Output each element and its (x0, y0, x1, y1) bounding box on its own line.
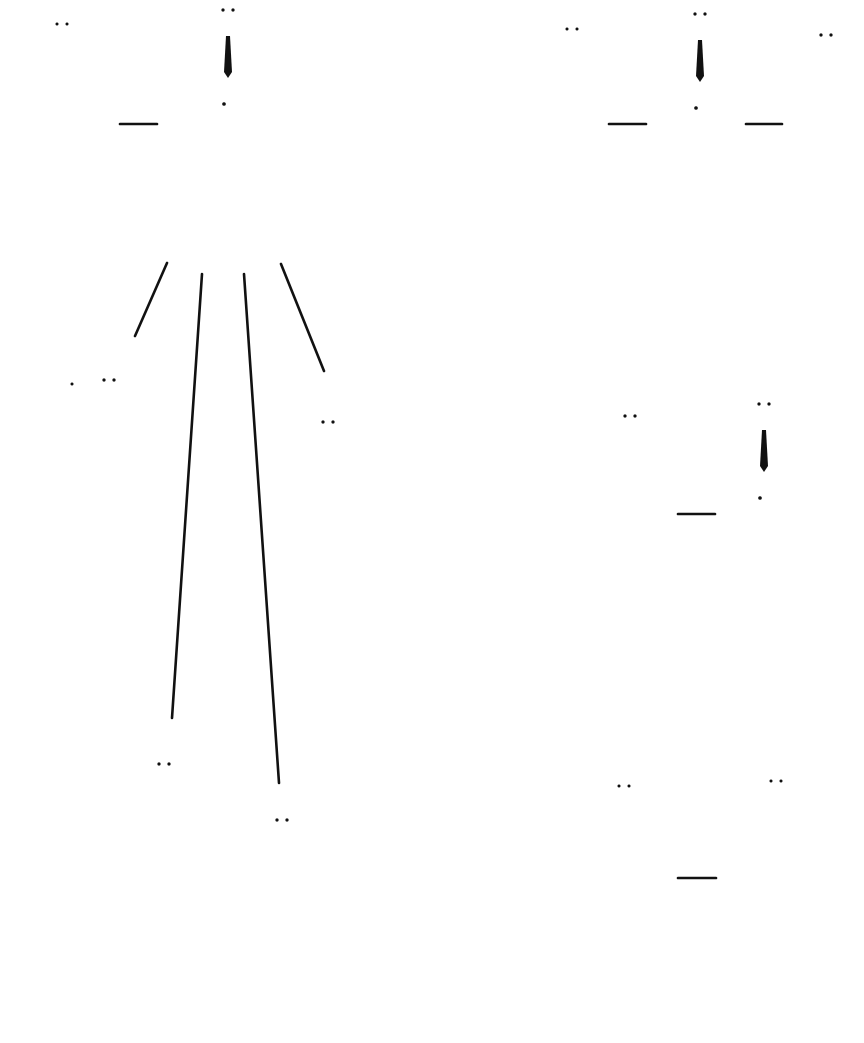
vest-man-icon (132, 734, 192, 976)
chain-engineer-manager (14, 0, 272, 237)
arms-crossed-icon (600, 386, 658, 626)
couple-icon (48, 352, 138, 590)
tree-manager-subordinates (48, 263, 361, 1030)
manager-icon (720, 376, 808, 630)
manager-icon (184, 0, 272, 236)
chain-engineer-manager-vest (524, 0, 854, 247)
connector-line (135, 263, 167, 336)
pair-armscrossed-manager (600, 376, 808, 630)
pair-woman-engineer (590, 750, 824, 994)
manager-icon (656, 0, 744, 240)
engineer-icon (14, 0, 120, 237)
tshirt-man-icon (293, 388, 361, 632)
engineer-icon (718, 750, 824, 994)
arms-crossed-icon (252, 790, 310, 1030)
connector-line (244, 274, 279, 783)
connector-line (281, 264, 324, 371)
connector-line (172, 274, 202, 718)
vest-man-icon (794, 5, 854, 247)
woman-icon (590, 754, 658, 988)
engineer-icon (524, 0, 630, 242)
